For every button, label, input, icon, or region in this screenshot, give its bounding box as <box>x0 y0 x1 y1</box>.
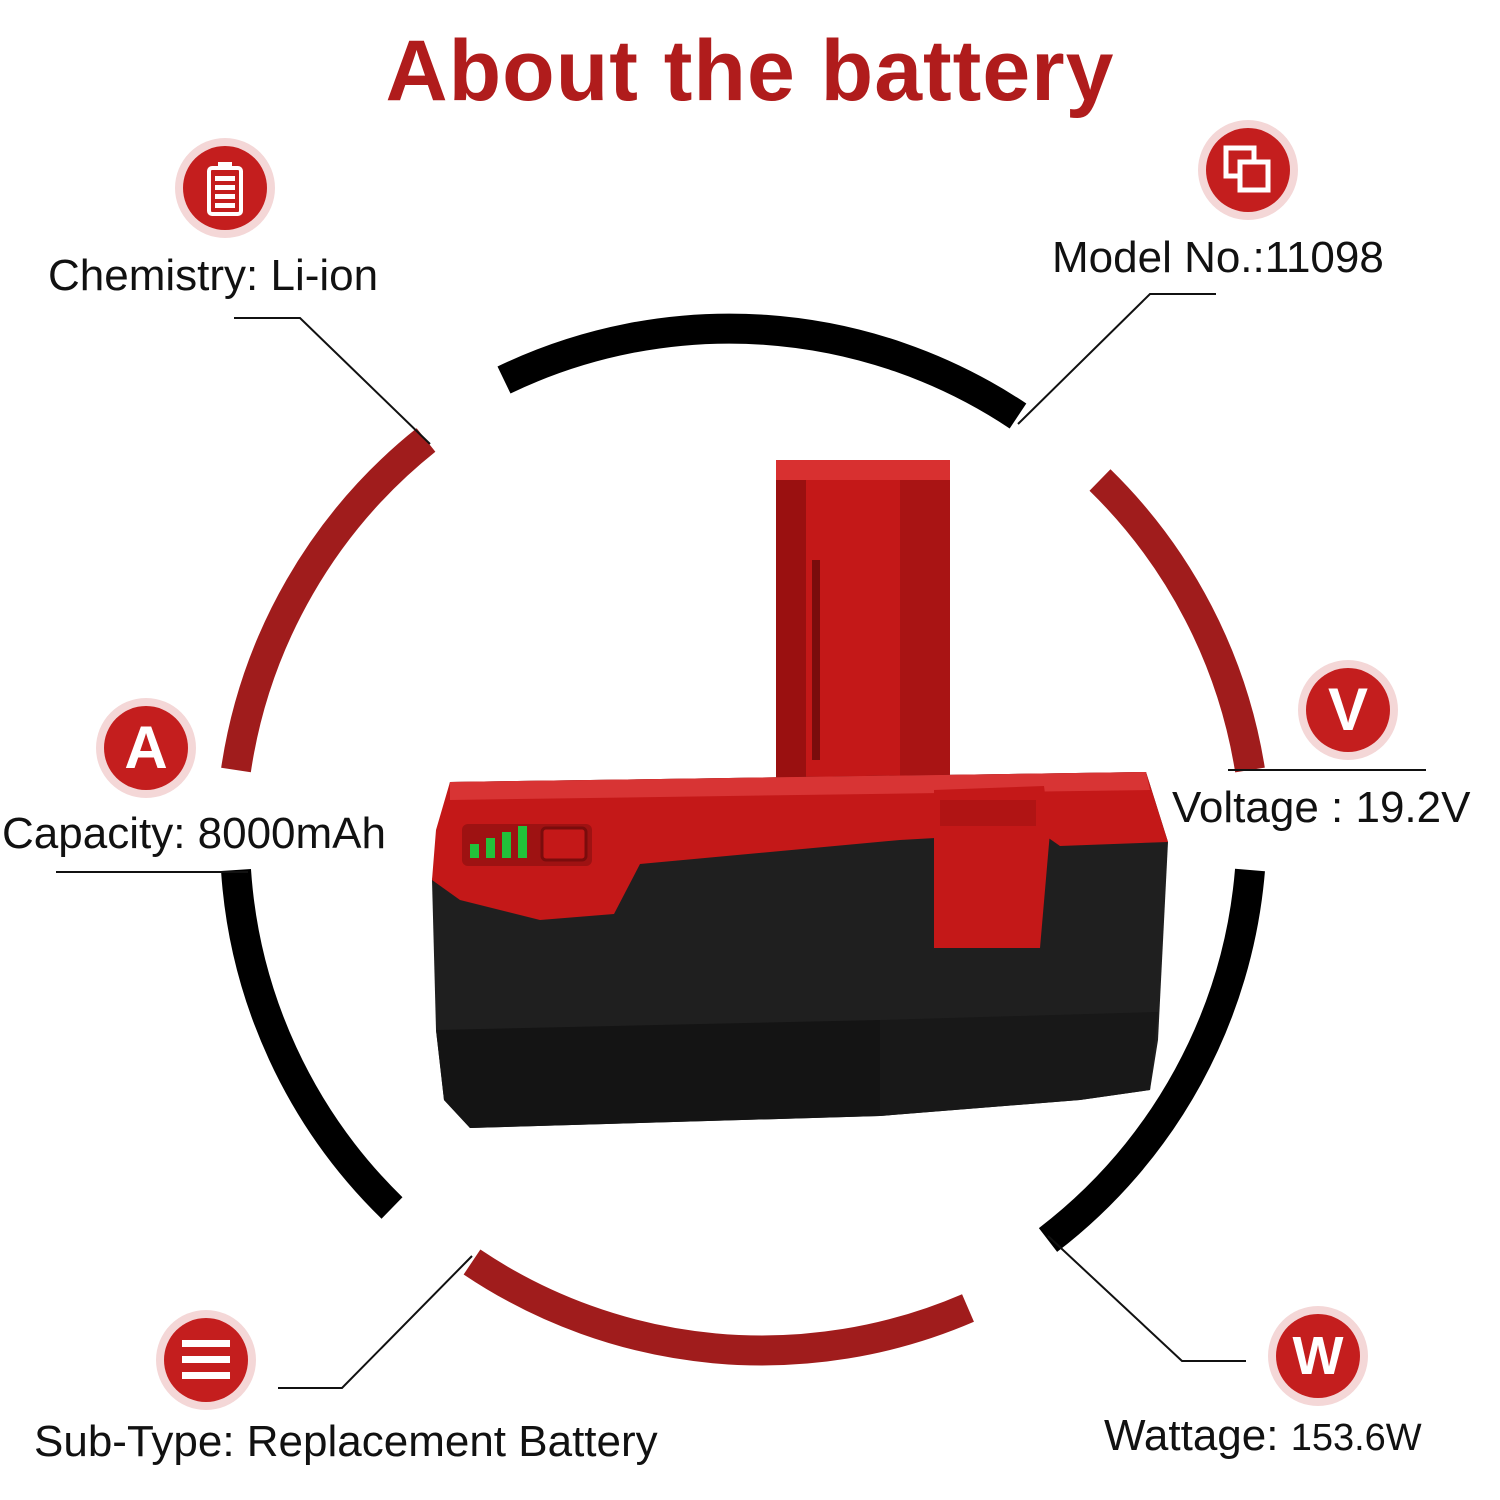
capacity-spec: Capacity: 8000mAh <box>2 809 386 858</box>
page-title: About the battery <box>385 23 1115 119</box>
ring-arc-top-left <box>221 428 436 773</box>
leader-wattage <box>1047 1235 1246 1362</box>
copy-icon <box>1223 145 1271 193</box>
subtype-spec: Sub-Type: Replacement Battery <box>34 1417 658 1466</box>
ring-arc-top-right <box>1089 469 1265 773</box>
letter-w-icon: W <box>1292 1326 1344 1386</box>
model-badge <box>1198 120 1298 220</box>
chemistry-badge <box>175 138 275 238</box>
leader-chemistry <box>234 317 431 445</box>
wattage-label: Wattage: <box>1104 1411 1279 1460</box>
battery-tower <box>776 460 950 780</box>
wattage-spec: Wattage: 153.6W <box>1104 1414 1422 1458</box>
capacity-badge: A <box>96 698 196 798</box>
ring-arc-right <box>1038 868 1265 1252</box>
chemistry-spec: Chemistry: Li-ion <box>48 251 379 300</box>
battery-base <box>432 772 1168 1128</box>
ring-arc-bottom <box>463 1249 974 1366</box>
model-spec: Model No.:11098 <box>1052 233 1384 282</box>
charge-indicator <box>462 824 592 866</box>
voltage-spec: Voltage : 19.2V <box>1172 783 1471 832</box>
leader-subtype <box>278 1255 473 1389</box>
wattage-badge: W <box>1268 1306 1368 1406</box>
wattage-value: 153.6W <box>1290 1417 1422 1459</box>
ring-arc-left <box>221 869 403 1219</box>
list-icon <box>182 1340 230 1379</box>
voltage-badge: V <box>1298 660 1398 760</box>
ring-arc-top <box>497 313 1027 429</box>
letter-a-icon: A <box>124 714 168 781</box>
battery-icon <box>207 162 243 216</box>
letter-v-icon: V <box>1327 676 1369 743</box>
subtype-badge <box>156 1310 256 1410</box>
leader-model <box>1017 293 1216 425</box>
